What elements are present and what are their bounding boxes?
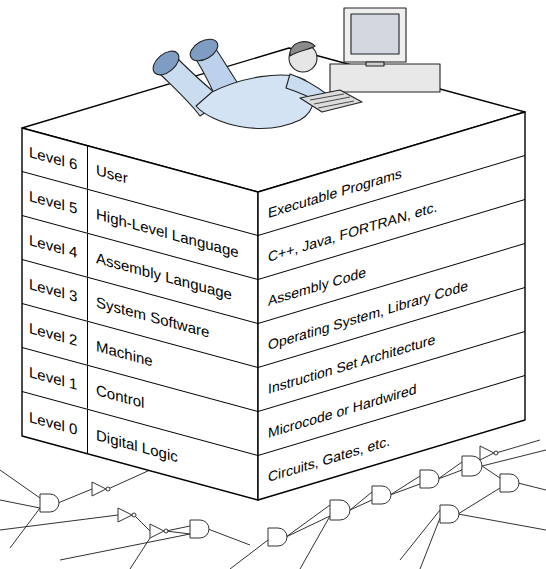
computer-base	[330, 64, 440, 92]
level-number: Level 0	[29, 407, 77, 437]
text-cell: Level 4	[22, 216, 88, 277]
circuit-wire	[300, 516, 330, 569]
circuit-wire	[0, 515, 118, 530]
keyboard	[300, 90, 362, 112]
text-cell: Digital Logic	[88, 410, 258, 500]
left-face	[22, 128, 258, 500]
level-number: Level 1	[29, 363, 77, 393]
circuit-wire	[208, 529, 250, 545]
circuit-wire	[130, 538, 150, 569]
level-name: User	[96, 161, 128, 187]
level-description: Circuits, Gates, etc.	[268, 432, 390, 485]
level-box	[22, 48, 525, 500]
circuit-wire	[350, 492, 372, 510]
circuit-wire	[60, 534, 190, 560]
text-cell: Level 5	[22, 172, 88, 233]
level-name: Control	[96, 381, 144, 411]
circuit-wire	[420, 518, 440, 569]
circuit-wire	[518, 483, 546, 490]
circuit-wire	[230, 540, 268, 569]
monitor	[344, 8, 406, 62]
level-number: Level 3	[29, 275, 77, 305]
circuit-wire	[458, 514, 546, 530]
circuit-wire	[400, 510, 440, 560]
level-description: Executable Programs	[268, 164, 402, 220]
level-name: Assembly Language	[96, 249, 232, 303]
circuit-wire	[350, 500, 372, 510]
text-cell: Level 3	[22, 260, 88, 321]
circuit-wire	[438, 462, 462, 479]
circuit-wire	[166, 531, 190, 534]
shoe	[149, 46, 184, 79]
level-name: Digital Logic	[96, 426, 178, 465]
level-description: Assembly Code	[268, 263, 366, 308]
level-number: Level 5	[29, 187, 77, 217]
hair	[290, 42, 315, 56]
shoe	[187, 35, 222, 66]
circuit-wire	[496, 440, 540, 453]
circuit-wire	[286, 516, 330, 537]
monitor-stand	[366, 62, 384, 66]
level-number: Level 4	[29, 231, 77, 261]
circuit-wire	[458, 488, 500, 514]
level-name: System Software	[96, 293, 209, 341]
text-cell: Level 1	[22, 348, 88, 409]
circuit-wire	[10, 508, 40, 548]
level-number: Level 2	[29, 319, 77, 349]
text-cell: Level 0	[22, 392, 88, 454]
circuit-wire	[286, 505, 330, 537]
circuit-wire	[166, 526, 190, 531]
keyboard-keys	[310, 94, 354, 108]
circuit-wire	[390, 476, 420, 495]
person-at-computer	[149, 8, 440, 128]
circuit-wire	[438, 470, 462, 479]
circuit-wire	[482, 466, 500, 478]
level-name: High-Level Language	[96, 205, 239, 261]
text-cell: Level 2	[22, 304, 88, 365]
circuit-wire	[58, 489, 92, 503]
circuit-wire	[0, 470, 40, 498]
level-name: Machine	[96, 337, 153, 369]
text-cell: Level 6	[22, 128, 88, 189]
circuit-wire	[108, 470, 150, 489]
circuit-wire	[390, 484, 420, 495]
right-face	[258, 112, 525, 500]
level-number: Level 6	[29, 143, 77, 173]
screen	[351, 14, 399, 54]
circuit-wire	[0, 500, 40, 508]
circuit-wire	[134, 515, 150, 531]
